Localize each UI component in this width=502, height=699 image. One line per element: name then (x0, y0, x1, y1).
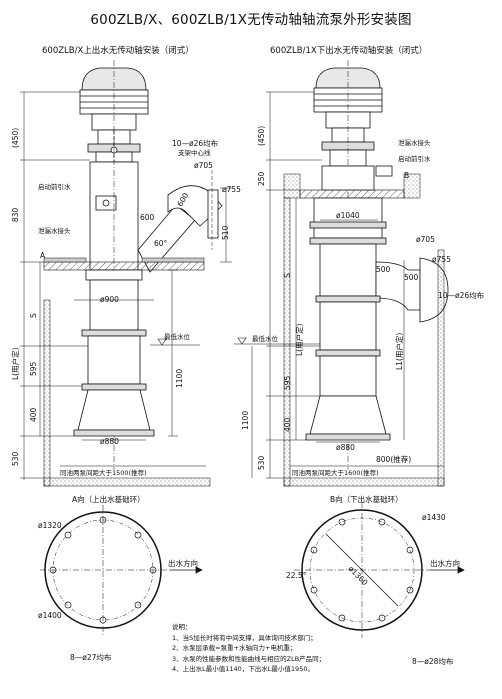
view-b-d1430: ø1430 (422, 513, 446, 522)
right-qidong: 启动前引水 (398, 155, 431, 163)
right-d880: ø880 (336, 443, 355, 452)
left-zuidi: 最低水位 (164, 333, 190, 341)
notes-block: 说明： 1、当S加长时将有中间支撑，具体询问技术部门； 2、水泵层承载=泵重+水… (172, 622, 325, 675)
note-item: 2、水泵层承载=泵重+水轴向力+电机重； (172, 644, 297, 652)
page-title: 600ZLB/X、600ZLB/1X无传动轴轴流泵外形安装图 (90, 12, 412, 28)
note-item: 4、上出水L最小值1140，下出水L最小值1950。 (172, 665, 314, 673)
left-subtitle: 600ZLB/X上出水无传动轴安装（闭式） (42, 46, 194, 56)
right-pump-body (305, 165, 449, 441)
left-flange-note: 支架中心线 (178, 149, 211, 157)
note-item: 3、水泵的性能参数和性能曲线与相应的ZLB产品同； (172, 654, 326, 663)
view-b-holes: 8—ø28均布 (412, 657, 454, 666)
left-elbow (137, 170, 223, 273)
left-d900: ø900 (100, 295, 119, 304)
right-zuidi: 最低水位 (252, 335, 278, 343)
right-flange: 10—ø26均布 (438, 291, 485, 300)
view-a-outlet: 出水方向 (168, 559, 198, 568)
right-tuijian: 800(推荐) (376, 455, 412, 464)
left-flange-label: 10—ø26均布 (172, 139, 219, 148)
view-b-outlet: 出水方向 (430, 559, 460, 568)
right-xielou: 泄漏水接头 (398, 139, 431, 147)
right-d500-b: 500 (404, 273, 419, 282)
view-a-holes: 8—ø27均布 (70, 653, 112, 662)
note-item: 1、当S加长时将有中间支撑，具体询问技术部门； (172, 633, 317, 642)
left-pump-body (73, 269, 155, 437)
right-d500-a: 500 (376, 265, 391, 274)
right-d705: ø705 (416, 235, 435, 244)
left-xielou: 泄漏水接头 (38, 227, 71, 235)
notes-heading: 说明： (172, 623, 192, 631)
left-d600-b: 600 (140, 213, 155, 222)
left-qidong: 启动前引水 (38, 183, 71, 191)
view-b-title: B向（下出水基础环） (330, 495, 403, 504)
right-d755: ø755 (432, 255, 451, 264)
view-a-ring (40, 505, 203, 635)
left-angle: 60° (154, 239, 168, 248)
left-dir-A: A (40, 251, 46, 260)
right-subtitle: 600ZLB/1X下出水无传动轴安装（闭式） (270, 46, 428, 56)
right-pool: 同池两泵间距大于1600(推荐) (292, 469, 379, 477)
right-d1040: ø1040 (336, 211, 360, 220)
right-dir-B: B (404, 171, 410, 180)
left-d755: ø755 (222, 185, 241, 194)
view-a-d1400: ø1400 (38, 611, 62, 620)
left-d880: ø880 (100, 437, 119, 446)
left-pool: 同池两泵间距大于1500(推荐) (60, 469, 147, 477)
left-d705: ø705 (194, 161, 213, 170)
view-a-title: A向（上出水基础环） (72, 495, 145, 504)
right-motor (313, 60, 393, 470)
view-a-d1320: ø1320 (38, 521, 62, 530)
view-b-ring (294, 502, 465, 638)
view-b-angle: 22.5° (286, 571, 307, 580)
